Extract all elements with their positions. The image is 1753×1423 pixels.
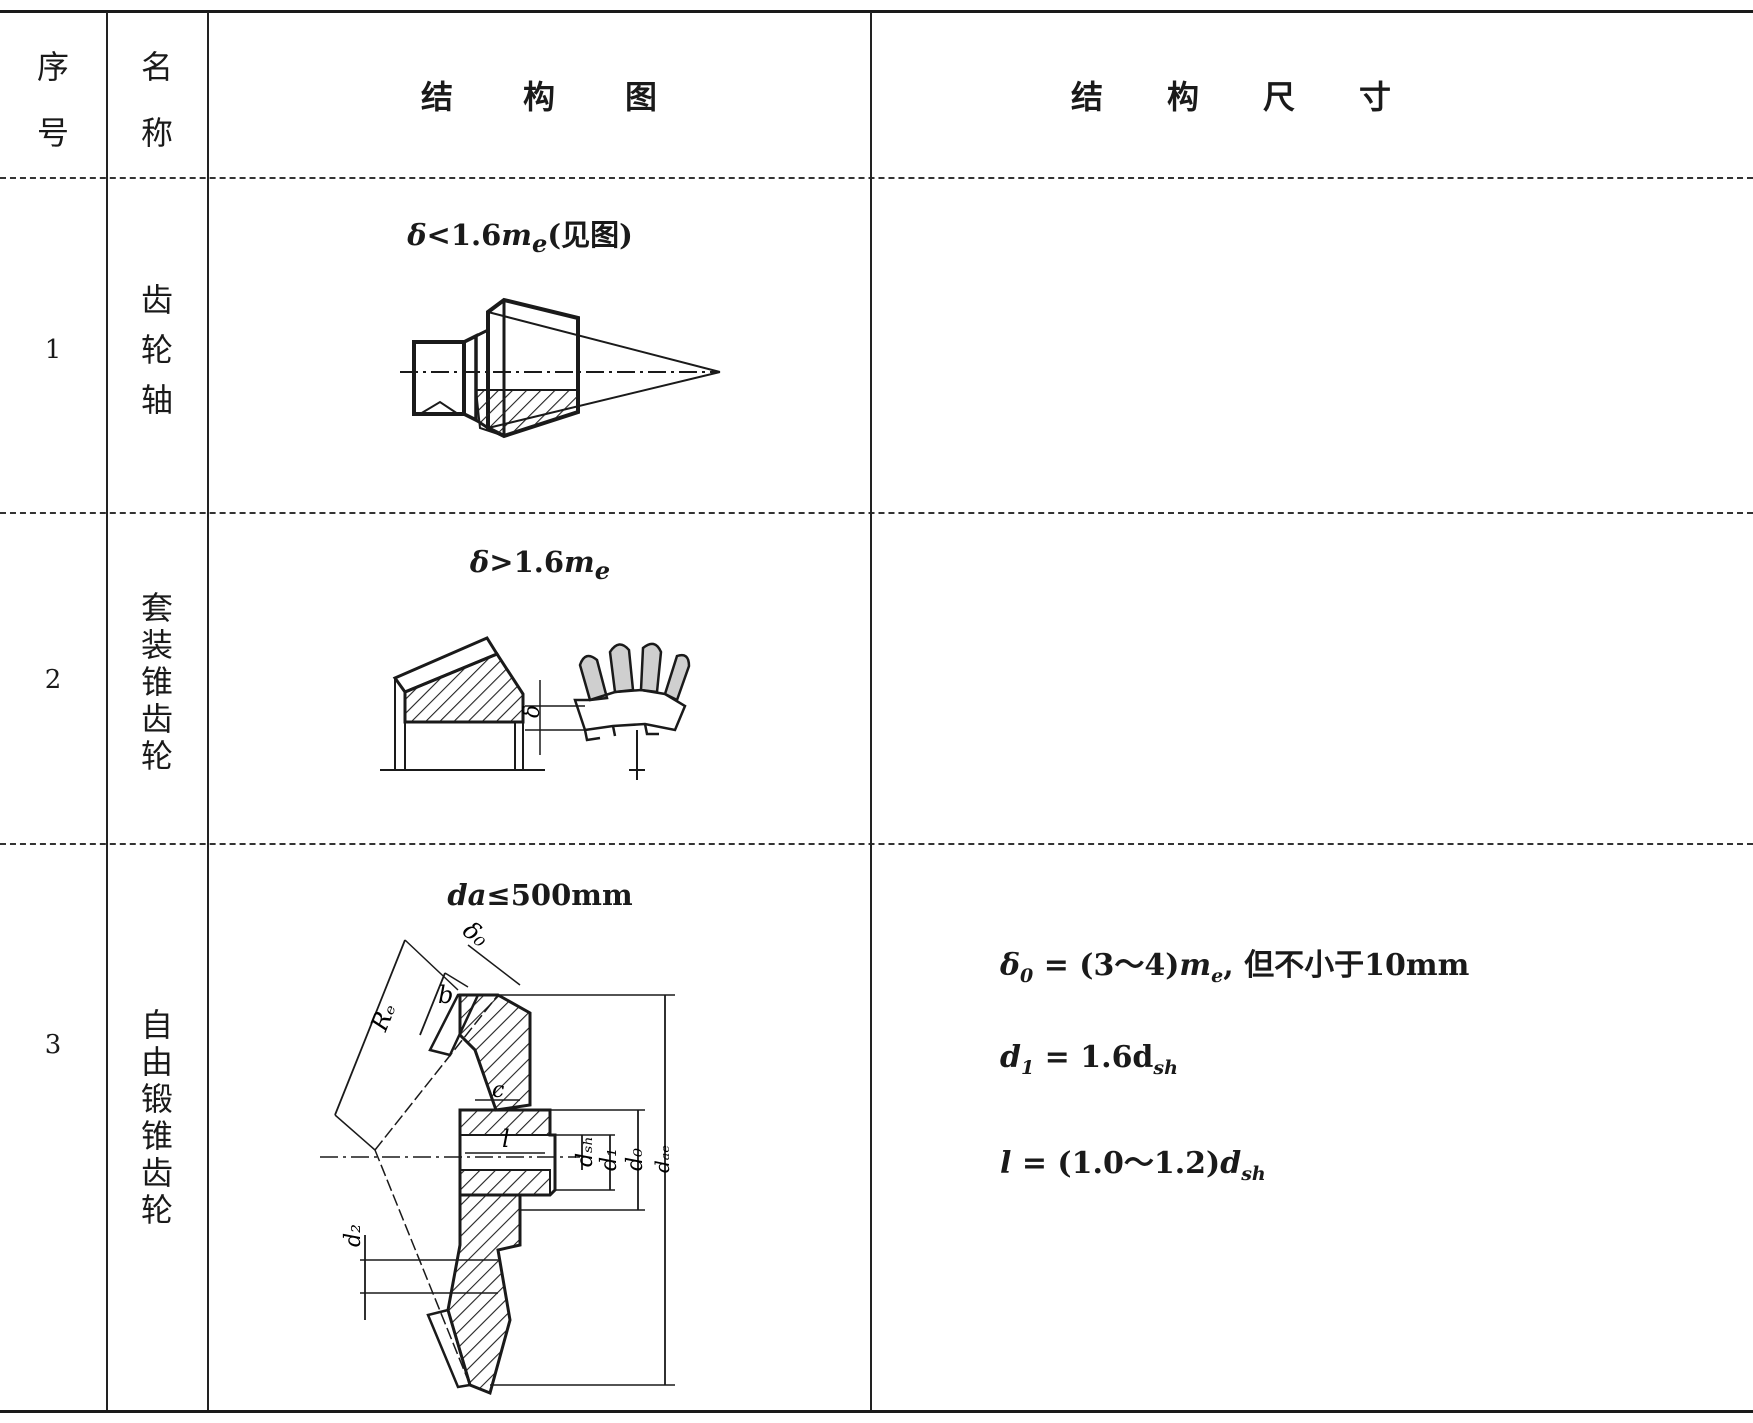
row1-name-char: 轮: [140, 331, 173, 369]
formula-d1-var: d: [1000, 1040, 1021, 1075]
header-drawing-char: 图: [625, 78, 658, 116]
row1-condition: δ<1.6me(见图): [380, 212, 660, 258]
row2-bottom-rule: [0, 843, 1753, 845]
row1-name-char: 齿: [140, 281, 173, 319]
formula-l-eq: = (1.0～1.2): [1011, 1146, 1221, 1181]
header-name: 名 称: [107, 30, 207, 170]
row3-number: 3: [44, 1030, 62, 1060]
header-dim-char: 构: [1166, 78, 1199, 116]
row1-m-sub: e: [531, 228, 548, 258]
gear-shaft-drawing: [400, 297, 721, 439]
row3-name-char: 由: [140, 1042, 173, 1081]
row1-note: (见图): [547, 218, 633, 252]
row3-rel: ≤: [486, 878, 511, 912]
row3-label-d1: d₁: [597, 1148, 622, 1171]
formula-l-d: d: [1220, 1146, 1242, 1181]
row2-name: 套 装 锥 齿 轮: [107, 590, 207, 775]
row3-name: 自 由 锻 锥 齿 轮: [107, 1005, 207, 1230]
formula-delta0-eq: = (3～4): [1033, 948, 1180, 983]
row3-label-b: b: [438, 981, 453, 1009]
row2-name-char: 齿: [140, 700, 173, 738]
row3-label-dae: dₐₑ: [650, 1145, 674, 1173]
formula-l-d-sub: sh: [1241, 1163, 1266, 1185]
row2-name-char: 套: [140, 589, 173, 627]
row2-condition: δ>1.6me: [440, 545, 640, 585]
sleeve-bevel-gear-drawing: δ: [380, 636, 691, 780]
formula-delta0-m-sub: e: [1211, 965, 1224, 987]
row2-drawing-delta-label: δ: [520, 705, 545, 718]
col-divider-3: [870, 12, 872, 1410]
header-number-char: 序: [36, 48, 69, 86]
row3-var: da: [447, 878, 487, 912]
header-number: 序 号: [0, 30, 106, 170]
col-divider-1: [106, 12, 108, 1410]
table-top-rule: [0, 10, 1753, 13]
row2-name-char: 轮: [140, 737, 173, 775]
header-name-char: 称: [140, 114, 173, 152]
formula-delta0-var: δ: [1000, 948, 1021, 983]
row3-name-char: 锻: [140, 1079, 173, 1118]
row3-label-d2: d₂: [341, 1224, 366, 1247]
row1-rel: <: [426, 218, 451, 252]
formula-d1: d1 = 1.6dsh: [1000, 1040, 1178, 1079]
formula-l-var: l: [1000, 1146, 1012, 1181]
row1-delta: δ: [407, 218, 427, 252]
header-number-char: 号: [36, 114, 69, 152]
row2-m: m: [564, 545, 595, 579]
table-bottom-rule: [0, 1410, 1753, 1413]
formula-delta0-sub: 0: [1020, 965, 1034, 987]
header-dim-char: 结: [1070, 78, 1103, 116]
row3-condition: da≤500mm: [430, 878, 650, 912]
header-dim-char: 尺: [1263, 78, 1296, 116]
row2-number: 2: [44, 665, 62, 695]
header-name-char: 名: [140, 48, 173, 86]
row2-m-sub: e: [594, 555, 611, 585]
formula-d1-sub: 1: [1020, 1057, 1035, 1079]
row3-name-char: 自: [140, 1005, 173, 1044]
header-drawing-char: 构: [522, 78, 555, 116]
formula-l: l = (1.0～1.2)dsh: [1000, 1138, 1266, 1185]
row1-name: 齿 轮 轴: [107, 270, 207, 430]
header-bottom-rule: [0, 177, 1753, 179]
row3-name-char: 齿: [140, 1153, 173, 1192]
formula-delta0-m: m: [1179, 948, 1212, 983]
header-structure-drawing: 结 构 图: [208, 60, 870, 130]
row3-value: 500mm: [510, 878, 633, 912]
formula-delta0: δ0 = (3～4)me, 但不小于10mm: [1000, 940, 1469, 987]
row2-name-char: 锥: [140, 663, 173, 701]
row3-name-char: 轮: [140, 1190, 173, 1229]
row3-label-c: c: [492, 1078, 504, 1103]
header-dim-char: 寸: [1359, 78, 1392, 116]
row2-value: 1.6: [513, 545, 565, 579]
row2-delta: δ: [469, 545, 490, 579]
row1-bottom-rule: [0, 512, 1753, 514]
row1-number: 1: [44, 335, 62, 365]
row1-name-char: 轴: [140, 381, 173, 419]
row3-label-delta0: δ₀: [458, 916, 495, 953]
formula-delta0-tail: , 但不小于10mm: [1223, 948, 1470, 983]
row1-m: m: [501, 218, 532, 252]
formula-d1-tail-sub: sh: [1153, 1057, 1178, 1079]
col-divider-2: [207, 12, 209, 1410]
header-structure-dimensions: 结 构 尺 寸: [871, 60, 1591, 130]
header-drawing-char: 结: [420, 78, 453, 116]
formula-d1-eq: = 1.6d: [1034, 1040, 1154, 1075]
row2-name-char: 装: [140, 626, 173, 664]
row2-rel: >: [489, 545, 514, 579]
row3-name-char: 锥: [140, 1116, 173, 1155]
row3-label-dsh: dₛₕ: [573, 1136, 598, 1167]
row3-label-l: l: [502, 1125, 510, 1153]
row3-label-d0: d₀: [623, 1148, 648, 1171]
row1-value: 1.6: [450, 218, 502, 252]
forged-bevel-gear-drawing: δ₀ b Rₑ c l dₛₕ d₁ d₀ dₐₑ d₂: [320, 916, 675, 1396]
row3-label-re: Rₑ: [365, 999, 402, 1036]
